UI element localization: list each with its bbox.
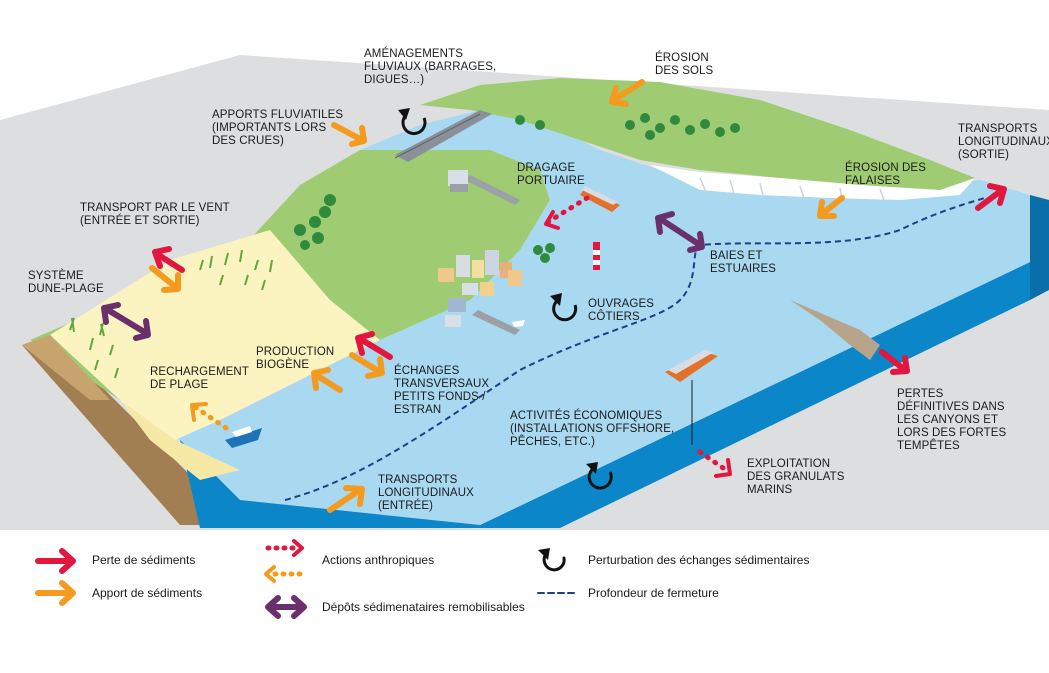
- loss-arrow-vent: [152, 246, 185, 273]
- label-ouvrages: OUVRAGES CÔTIERS: [588, 298, 654, 323]
- input-arrows: [149, 79, 845, 513]
- loss-arrow-echanges: [355, 331, 393, 360]
- deposit-arrow-baies: [655, 211, 705, 253]
- legend-perturbation-icon: [538, 548, 566, 572]
- cliffs: [650, 165, 975, 200]
- town: [438, 170, 522, 327]
- input-arrow-fluviatiles: [331, 122, 367, 147]
- label-activites: ACTIVITÉS ÉCONOMIQUES (INSTALLATIONS OFF…: [510, 410, 675, 448]
- input-arrow-sols: [609, 79, 645, 107]
- sea-surface: [170, 175, 1030, 525]
- dredger-ship: [580, 186, 620, 212]
- canyon: [790, 300, 880, 360]
- right-plateau: [420, 78, 975, 190]
- trees: [294, 113, 740, 263]
- anthropic-arrows: [192, 195, 729, 473]
- loss-arrow-sortie: [975, 183, 1007, 211]
- sea-side-face: [1030, 195, 1049, 300]
- lighthouse: [593, 242, 600, 270]
- input-arrow-vent: [149, 265, 181, 293]
- input-arrow-falaises: [817, 195, 845, 219]
- deposit-arrow-dune: [101, 302, 151, 341]
- legend-apport-icon: [35, 580, 76, 606]
- deposit-arrows: [101, 211, 705, 341]
- legend-icons: [35, 539, 579, 619]
- breakwater: [472, 310, 520, 335]
- label-erosion-sols: ÉROSION DES SOLS: [655, 52, 714, 77]
- beach: [50, 230, 380, 440]
- legend-perte-icon: [35, 548, 76, 574]
- legend-perturbation-label: Perturbation des échanges sédimentaires: [588, 553, 810, 567]
- closure-depth-line: [284, 197, 986, 501]
- small-boat: [512, 320, 525, 327]
- legend-perte-label: Perte de sédiments: [92, 553, 196, 567]
- label-dragage: DRAGAGE PORTUAIRE: [517, 162, 585, 187]
- label-pertes: PERTES DÉFINITIVES DANS LES CANYONS ET L…: [897, 388, 1007, 452]
- legend-profondeur-label: Profondeur de fermeture: [588, 586, 719, 600]
- label-amenagements: AMÉNAGEMENTS FLUVIAUX (BARRAGES, DIGUES……: [364, 48, 497, 86]
- dune-grass: [69, 249, 273, 379]
- legend-apport-label: Apport de sédiments: [92, 586, 203, 600]
- tanker-ship: [665, 350, 718, 445]
- label-baies: BAIES ET ESTUAIRES: [710, 250, 777, 275]
- jetty: [465, 175, 520, 205]
- label-rechargement: RECHARGEMENT DE PLAGE: [150, 366, 249, 391]
- label-transport-vent: TRANSPORT PAR LE VENT (ENTRÉE ET SORTIE): [80, 202, 230, 227]
- legend-actions-icon: [264, 539, 304, 583]
- dune-top: [22, 335, 110, 400]
- river: [360, 110, 700, 300]
- label-exploitation: EXPLOITATION DES GRANULATS MARINS: [747, 458, 845, 496]
- legend-depots-label: Dépôts sédimenataires remobilisables: [322, 600, 525, 614]
- perturbation-icon-ouvrages: [550, 293, 578, 322]
- label-apports-fluviatiles: APPORTS FLUVIATILES (IMPORTANTS LORS DES…: [212, 109, 344, 147]
- perturbation-icon-amenagements: [398, 108, 427, 136]
- label-erosion-falaises: ÉROSION DES FALAISES: [845, 162, 926, 187]
- label-production: PRODUCTION BIOGÈNE: [256, 346, 335, 371]
- label-transports-sortie: TRANSPORTS LONGITUDINAUX (SORTIE): [958, 123, 1049, 161]
- legend-depots-icon: [265, 595, 307, 619]
- legend-actions-label: Actions anthropiques: [322, 553, 435, 567]
- loss-arrows: [152, 183, 1007, 375]
- perturbation-icons: [398, 108, 613, 490]
- dam: [395, 110, 492, 162]
- loss-arrow-pertes: [879, 349, 910, 375]
- input-arrow-production: [311, 367, 343, 393]
- label-echanges: ÉCHANGES TRANSVERSAUX PETITS FONDS / EST…: [394, 365, 490, 416]
- beach-lower: [120, 400, 240, 480]
- input-arrow-entree: [327, 485, 365, 513]
- supply-ship: [225, 426, 262, 448]
- input-arrow-echanges: [349, 352, 385, 379]
- label-transports-entree: TRANSPORTS LONGITUDINAUX (ENTRÉE): [378, 474, 474, 512]
- label-systeme-dune: SYSTÈME DUNE-PLAGE: [28, 270, 104, 295]
- perturbation-icon-activites: [586, 462, 613, 490]
